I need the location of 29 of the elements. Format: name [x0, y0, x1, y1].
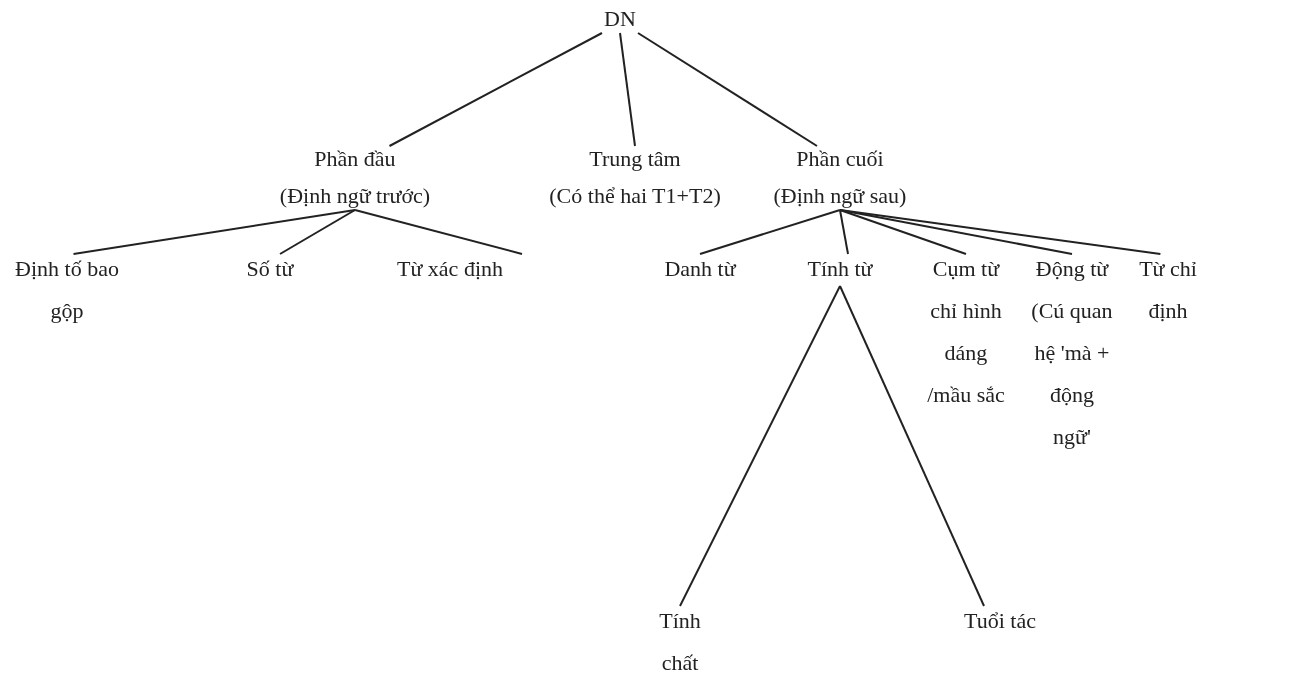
tree-branch-line: [279, 209, 356, 255]
node-label: Tính chất: [658, 607, 702, 675]
tree-branch-line: [354, 209, 523, 255]
node-label: Động từ (Cú quan hệ 'mà + động ngữ': [1030, 255, 1114, 451]
node-label: Danh từ: [663, 255, 738, 283]
tree-branch-line: [619, 32, 636, 147]
node-sublabel: (Định ngữ trước): [278, 182, 432, 210]
tree-branch-line: [637, 32, 818, 147]
node-label: Số từ: [245, 255, 295, 283]
tree-branch-line: [839, 209, 967, 255]
node-label: Phần đầu: [313, 145, 397, 173]
tree-branch-line: [839, 209, 1162, 255]
node-label: Trung tâm: [588, 145, 682, 173]
node-label: Từ xác định: [396, 255, 504, 283]
node-label: DN: [603, 5, 637, 33]
node-sublabel: (Định ngữ sau): [772, 182, 908, 210]
node-label: Cụm từ chỉ hình dáng /mầu sắc: [927, 255, 1005, 409]
node-label: Tính từ: [806, 255, 874, 283]
tree-branch-line: [388, 32, 603, 147]
tree-branch-line: [839, 285, 985, 607]
node-label: Phần cuối: [795, 145, 885, 173]
node-label: Tuổi tác: [963, 607, 1037, 635]
node-label: Định tố bao gộp: [14, 255, 120, 325]
tree-branch-line: [699, 209, 841, 255]
node-label: Từ chỉ định: [1138, 255, 1198, 325]
tree-branch-line: [679, 285, 841, 607]
tree-branch-line: [839, 209, 849, 255]
node-sublabel: (Có thể hai T1+T2): [548, 182, 722, 210]
tree-branch-line: [72, 209, 356, 255]
